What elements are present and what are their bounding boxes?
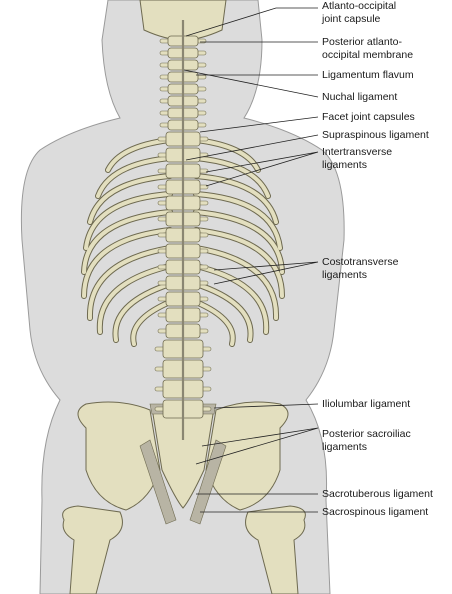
label-nuchal-ligament: Nuchal ligament — [322, 91, 398, 103]
label-ligamentum-flavum: Ligamentum flavum — [322, 69, 414, 81]
sacrotuberous-ligament-left — [139, 439, 177, 525]
right-femur — [245, 505, 306, 594]
label-sacrotuberous-ligament: Sacrotuberous ligament — [322, 488, 433, 500]
sacrotuberous-ligament-right — [189, 439, 227, 525]
left-rib-cage-fill — [82, 138, 172, 346]
label-supraspinous-ligament: Supraspinous ligament — [322, 129, 429, 141]
label-costotransverse-ligaments: Costotransverse ligaments — [322, 256, 399, 281]
label-posterior-atlanto-occipital-membrane: Posterior atlanto- occipital membrane — [322, 36, 414, 61]
right-iliac-wing — [205, 401, 289, 511]
left-femur — [62, 505, 123, 594]
label-intertransverse-ligaments: Intertransverse ligaments — [322, 146, 393, 171]
sacrum — [151, 407, 215, 509]
label-iliolumbar-ligament: Iliolumbar ligament — [322, 398, 411, 410]
label-atlanto-occipital-joint-capsule: Atlanto-occipital joint capsule — [322, 0, 397, 25]
label-facet-joint-capsules: Facet joint capsules — [322, 111, 415, 123]
left-iliac-wing — [77, 401, 161, 511]
label-posterior-sacroiliac-ligaments: Posterior sacroiliac ligaments — [322, 428, 411, 453]
label-sacrospinous-ligament: Sacrospinous ligament — [322, 506, 429, 518]
right-rib-cage-fill — [194, 138, 284, 346]
leader-lines — [183, 7, 319, 513]
